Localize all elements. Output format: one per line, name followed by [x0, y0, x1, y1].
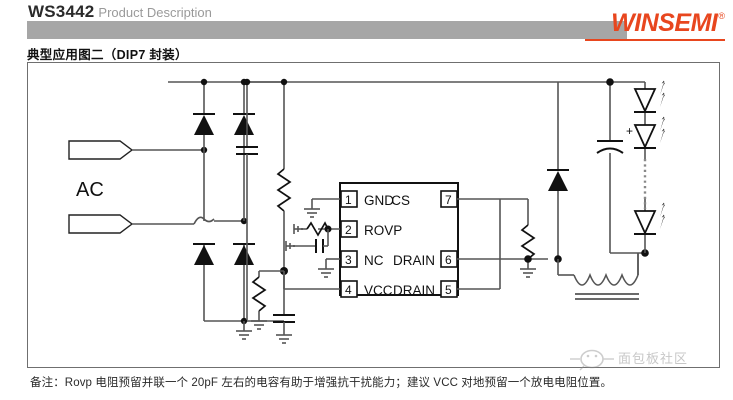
pin-box-3	[340, 250, 358, 268]
rovp-resistor	[293, 221, 329, 237]
pin-number-5: 5	[445, 283, 452, 297]
output-inductor	[557, 253, 639, 300]
brand-name: WINSEMI	[611, 9, 718, 37]
pin-number-2: 2	[345, 223, 352, 237]
part-number: WS3442	[28, 2, 95, 21]
section-heading: 典型应用图二（DIP7 封装）	[27, 48, 188, 62]
ic-left-pins: 1 GND 2 ROVP	[283, 190, 402, 298]
pin-number-7: 7	[445, 193, 452, 207]
ic-package-body	[339, 182, 459, 296]
bridge-rectifier	[193, 78, 284, 325]
junction-dot	[243, 78, 251, 86]
diode-d4	[233, 243, 255, 265]
registered-trademark-icon: ®	[718, 11, 725, 21]
ground-bridge	[236, 321, 252, 340]
pin-number-3: 3	[345, 253, 352, 267]
pin-box-4	[340, 280, 358, 298]
pin-label-nc: NC	[364, 253, 384, 268]
pin-label-rovp: ROVP	[364, 223, 402, 238]
ac-input-connector-bottom	[68, 214, 134, 234]
pin-box-2	[340, 220, 358, 238]
vcc-decoupling-capacitor	[273, 271, 295, 344]
ac-input-connector-top	[68, 140, 134, 160]
startup-resistor	[276, 82, 292, 271]
pin-label-drain-6: DRAIN	[393, 253, 435, 268]
application-circuit-schematic: AC	[68, 78, 670, 344]
junction-dot	[524, 255, 532, 263]
led-output-string	[633, 80, 670, 253]
pin-number-1: 1	[345, 193, 352, 207]
vcc-bleeder-resistor	[251, 270, 284, 330]
cs-sense-resistor	[500, 198, 536, 278]
input-filter-capacitor	[236, 82, 258, 320]
ac-input-label: AC	[76, 179, 104, 201]
schematic-diagram-frame: AC	[27, 62, 720, 368]
freewheeling-diode	[547, 82, 569, 259]
diode-d3	[193, 243, 215, 265]
ic-right-pins: 7 CS 6 DRAIN 5 DRAIN	[391, 190, 548, 298]
header-gray-bar	[27, 21, 627, 39]
led-1	[633, 80, 670, 114]
winsemi-logo: WINSEMI ®	[611, 10, 725, 36]
pin-number-6: 6	[445, 253, 452, 267]
junction-dot	[280, 78, 288, 86]
logo-underline	[585, 39, 725, 41]
document-subtitle: Product Description	[98, 5, 212, 20]
pin-label-drain-5: DRAIN	[393, 283, 435, 298]
diode-d2	[233, 113, 255, 135]
capacitor-polarity-label: +	[626, 124, 633, 138]
footer-note: 备注：Rovp 电阻预留并联一个 20pF 左右的电容有助于增强抗干扰能力；建议…	[30, 377, 613, 389]
led-n	[633, 202, 670, 236]
led-2	[633, 116, 670, 150]
ac-wiring	[132, 149, 244, 225]
pin-label-vcc: VCC	[364, 283, 393, 298]
rovp-capacitor	[285, 229, 329, 253]
pin-box-1	[340, 190, 358, 208]
pin-label-gnd: GND	[364, 193, 394, 208]
pin-number-4: 4	[345, 283, 352, 297]
junction-dot	[200, 78, 208, 86]
pin-label-cs: CS	[391, 193, 410, 208]
diode-d1	[193, 113, 215, 135]
output-bulk-capacitor	[596, 82, 645, 275]
junction-dot	[606, 78, 614, 86]
